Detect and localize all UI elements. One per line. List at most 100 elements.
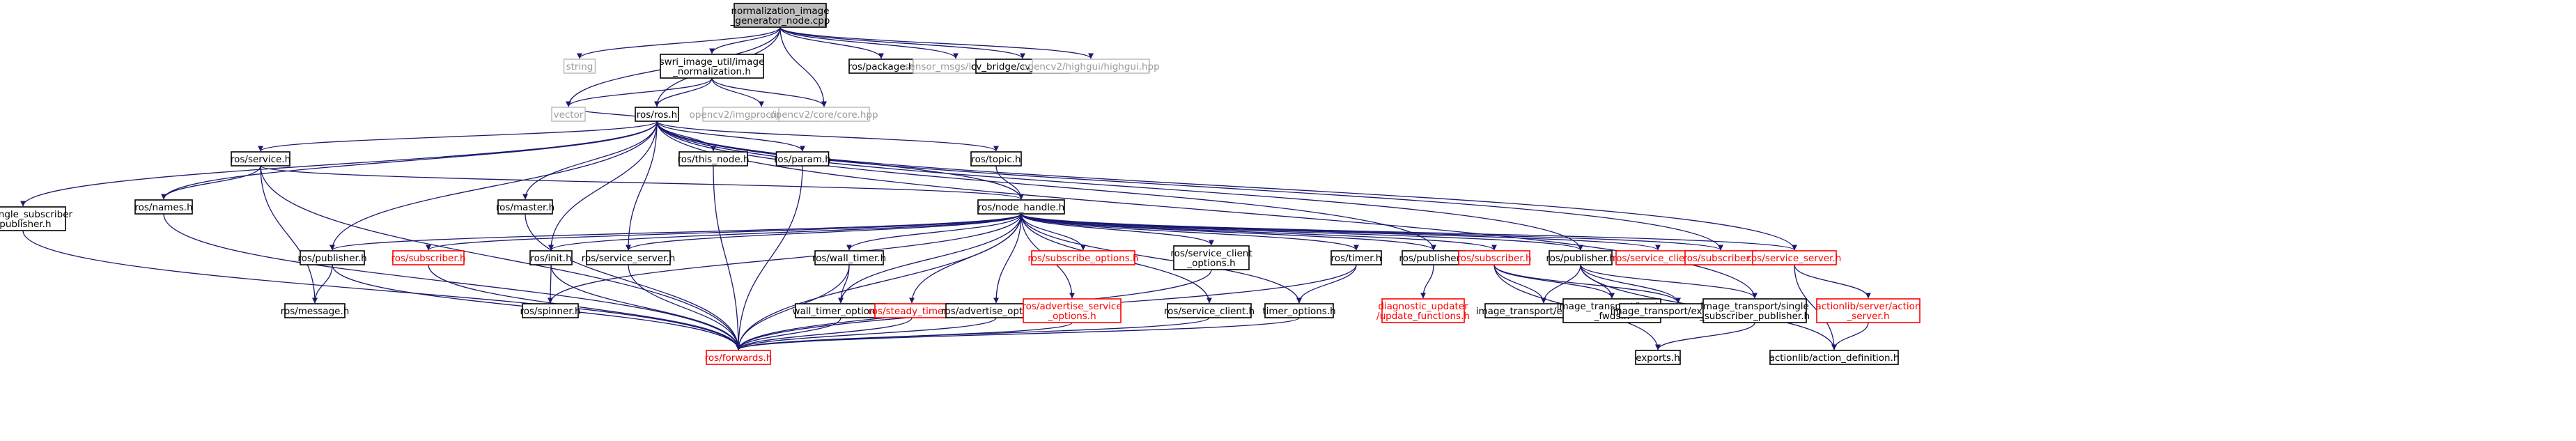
edge-ros-to-names (161, 121, 658, 200)
node-box (284, 303, 346, 318)
node-label: _generator_node.cpp (730, 15, 830, 26)
node-thisnode[interactable]: ros/this_node.h (677, 151, 750, 167)
node-topic[interactable]: ros/topic.h (970, 151, 1022, 167)
node-label: ros/names.h (134, 202, 192, 213)
node-advsvcopts[interactable]: ros/advertise_service_options.h (1022, 298, 1122, 323)
edge-nodehandle-to-pub3 (1021, 213, 1583, 251)
node-walltimeropts[interactable]: wall_timer_options.h (793, 303, 890, 318)
node-diag[interactable]: diagnostic_updater/update_functions.h (1376, 298, 1470, 323)
node-init[interactable]: ros/init.h (529, 250, 573, 265)
edge-swri-to-imgproc (711, 77, 764, 107)
node-box (1769, 350, 1899, 365)
node-singlesub[interactable]: ros/single_subscriber_publisher.h (0, 206, 73, 231)
edge-service-to-forwards (260, 165, 741, 350)
node-ros[interactable]: ros/ros.h (635, 107, 679, 122)
edge-ros-to-pub3 (656, 121, 1583, 251)
node-svcclient2[interactable]: ros/service_client.h (1164, 303, 1255, 318)
node-spinner[interactable]: ros/spinner.h (520, 303, 581, 318)
node-param[interactable]: ros/param.h (774, 151, 831, 167)
edge-alserver-to-aldef (1831, 322, 1869, 350)
node-swri[interactable]: swri_image_util/image_normalization.h (660, 54, 765, 79)
edge-itsingle-to-exports (1655, 322, 1755, 350)
node-label: ros/master.h (496, 202, 554, 213)
node-forwards[interactable]: ros/forwards.h (705, 350, 773, 365)
node-walltimer[interactable]: ros/wall_timer.h (812, 250, 886, 265)
edge-root-to-core (779, 26, 827, 107)
edge-servsrv2-to-alserver (1794, 264, 1871, 299)
node-label: swri_image_util/image (660, 56, 765, 68)
node-box (1635, 350, 1681, 365)
node-service[interactable]: ros/service.h (231, 151, 290, 167)
edge-ros-to-param (656, 121, 805, 152)
edge-ros-to-sub3 (656, 121, 1723, 251)
node-label: ros/message.h (281, 306, 350, 317)
edge-init-to-forwards (550, 264, 741, 350)
edge-param-to-forwards (736, 165, 803, 350)
edge-root-to-swri (709, 26, 781, 54)
node-box (1031, 250, 1135, 265)
node-root[interactable]: normalization_image_generator_node.cpp (730, 3, 830, 28)
edge-ros-to-topic (656, 121, 999, 152)
edge-advopts-to-forwards (736, 317, 997, 350)
node-string[interactable]: string (563, 59, 596, 74)
node-label: ros/param.h (774, 154, 831, 165)
node-box (0, 206, 66, 231)
edge-pub2-to-diag (1420, 264, 1434, 299)
node-box (529, 250, 573, 265)
edge-nodehandle-to-servsrv2 (1021, 213, 1797, 251)
node-label: ros/node_handle.h (978, 202, 1064, 213)
node-itsingle[interactable]: image_transport/single_subscriber_publis… (1699, 298, 1810, 323)
node-message[interactable]: ros/message.h (281, 303, 350, 318)
node-label: ros/spinner.h (520, 306, 580, 317)
node-box (1381, 298, 1465, 323)
node-names[interactable]: ros/names.h (134, 199, 193, 215)
edge-nodehandle-to-init (548, 213, 1022, 251)
node-box (1173, 245, 1250, 270)
node-sub2[interactable]: ros/subscriber.h (1457, 250, 1532, 265)
node-subopts[interactable]: ros/subscribe_options.h (1027, 250, 1139, 265)
node-exports[interactable]: exports.h (1635, 350, 1681, 365)
edge-sub2-to-itexc2 (1493, 264, 1681, 304)
node-box (392, 250, 465, 265)
node-package[interactable]: ros/package.h (848, 59, 915, 74)
node-alserver[interactable]: actionlib/server/action_server.h (1815, 298, 1921, 323)
edge-timer-to-timeropts (1296, 264, 1357, 304)
node-label: ros/single_subscriber (0, 209, 73, 220)
edge-pub1-to-message (312, 264, 333, 304)
node-aldef[interactable]: actionlib/action_definition.h (1769, 350, 1900, 365)
edge-nodehandle-to-spinner (548, 213, 1022, 304)
node-box (977, 199, 1065, 215)
node-highgui[interactable]: opencv2/highgui/highgui.hpp (1022, 59, 1160, 74)
edge-nodehandle-to-forwards (736, 213, 1022, 350)
node-box (586, 250, 671, 265)
edge-root-to-package (779, 26, 884, 59)
node-sub3[interactable]: ros/subscriber.h (1683, 250, 1758, 265)
node-steadytimer[interactable]: ros/steady_timer.h (869, 303, 956, 318)
edge-ros-to-pub1 (329, 121, 658, 251)
edge-nodehandle-to-walltimer (846, 213, 1022, 251)
node-servsrv2[interactable]: ros/service_server.h (1748, 250, 1842, 265)
node-box (734, 3, 827, 28)
node-timeropts[interactable]: timer_options.h (1262, 303, 1336, 318)
node-servsrv[interactable]: ros/service_server.h (582, 250, 676, 265)
node-timer[interactable]: ros/timer.h (1330, 250, 1382, 265)
node-master[interactable]: ros/master.h (496, 199, 554, 215)
node-label: actionlib/server/action (1815, 301, 1921, 312)
node-label: ros/this_node.h (677, 154, 749, 165)
node-label: ros/subscriber.h (1457, 253, 1531, 264)
node-pub3[interactable]: ros/publisher.h (1546, 250, 1615, 265)
node-pub1[interactable]: ros/publisher.h (297, 250, 367, 265)
node-svcclientopts[interactable]: ros/service_client_options.h (1170, 245, 1252, 270)
edge-nodehandle-to-walltimeropts (838, 213, 1022, 304)
edge-nodehandle-to-sub1 (426, 213, 1022, 251)
node-pub2[interactable]: ros/publisher.h (1399, 250, 1468, 265)
node-nodehandle[interactable]: ros/node_handle.h (977, 199, 1065, 215)
edge-sub1-to-forwards (428, 264, 741, 350)
edge-swri-to-vector (566, 77, 713, 107)
node-core[interactable]: opencv2/core/core.hpp (770, 107, 878, 122)
node-label: opencv2/highgui/highgui.hpp (1022, 61, 1159, 72)
node-vector[interactable]: vector (551, 107, 586, 122)
node-box (522, 303, 579, 318)
edge-sub2-to-itexc1 (1493, 264, 1546, 304)
node-sub1[interactable]: ros/subscriber.h (391, 250, 466, 265)
